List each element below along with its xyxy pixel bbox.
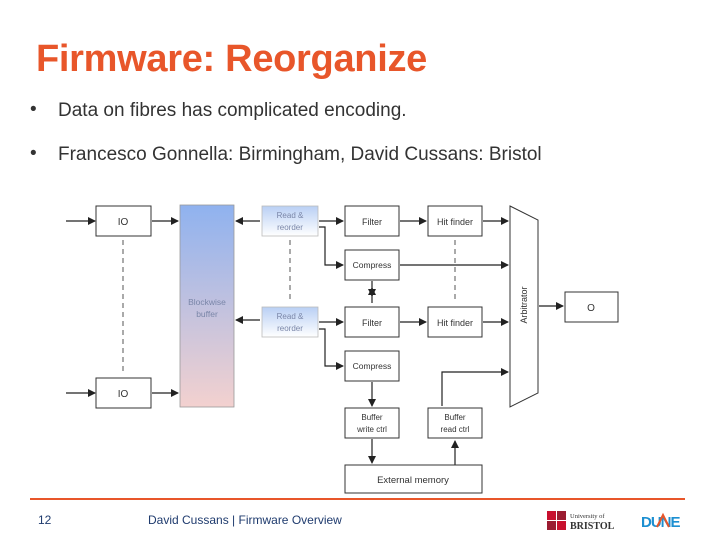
filter-bottom-box [344,306,400,338]
buffer-write-ctrl-label-1: Buffer [361,413,383,422]
blockwise-buffer-label-1: Blockwise [188,297,226,307]
buffer-read-ctrl-label-1: Buffer [444,413,466,422]
read-reorder-bottom-label-2: reorder [277,324,303,333]
buffer-write-ctrl-box [344,407,400,439]
university-of-bristol-logo: University of BRISTOL [547,511,615,532]
output-label: O [587,303,595,314]
bullet-list: • Data on fibres has complicated encoding… [30,99,542,188]
bullet-item: • Francesco Gonnella: Birmingham, David C… [30,143,542,166]
bullet-dot-icon: • [30,143,37,164]
footer-text: David Cussans | Firmware Overview [148,513,342,527]
compress-top-label: Compress [353,260,392,270]
read-reorder-bottom-label-1: Read & [277,312,304,321]
dune-logo: DUNE [641,512,681,531]
io-top-box [95,205,152,237]
hitfinder-top-box [427,205,483,237]
read-reorder-bottom-box [261,306,319,338]
arbitrator-label: Arbitrator [519,286,529,323]
arbitrator-block [509,205,539,408]
buffer-read-ctrl-label-2: read ctrl [441,425,470,434]
hitfinder-top-label: Hit finder [437,217,473,227]
bristol-logo-line-1: University of [570,513,605,520]
page-number: 12 [38,513,52,527]
filter-bottom-label: Filter [362,318,382,328]
reorder-to-compress-top-path [319,226,344,269]
buffer-read-ctrl-box [427,407,483,439]
footer-divider [30,498,685,500]
blockwise-buffer-box [179,204,235,408]
buffer-read-to-arbitrator-path [441,368,509,406]
slide-title: Firmware: Reorganize [36,38,427,80]
filter-top-box [344,205,400,237]
reorder-to-compress-bottom-path [319,328,344,370]
compress-bottom-label: Compress [353,361,392,371]
bullet-text: Francesco Gonnella: Birmingham, David Cu… [58,144,542,165]
external-memory-box [344,464,483,494]
filter-top-label: Filter [362,217,382,227]
bullet-dot-icon: • [30,99,37,120]
read-reorder-top-label-1: Read & [277,211,304,220]
read-reorder-top-label-2: reorder [277,223,303,232]
bullet-item: • Data on fibres has complicated encoding… [30,99,542,122]
compress-bottom-box [344,350,400,382]
external-memory-label: External memory [377,475,449,486]
buffer-write-ctrl-label-2: write ctrl [356,425,387,434]
hitfinder-bottom-label: Hit finder [437,318,473,328]
bristol-logo-line-2: BRISTOL [570,521,615,532]
dune-logo-text: DUNE [641,514,680,531]
blockwise-buffer-label-2: buffer [196,309,218,319]
io-bottom-label: IO [118,389,129,400]
io-bottom-box [95,377,152,409]
bullet-text: Data on fibres has complicated encoding. [58,100,407,121]
dune-logo-accent-icon [656,512,670,528]
hitfinder-bottom-box [427,306,483,338]
output-box [564,291,619,323]
io-top-label: IO [118,217,129,228]
compress-top-box [344,249,400,281]
read-reorder-top-box [261,205,319,237]
